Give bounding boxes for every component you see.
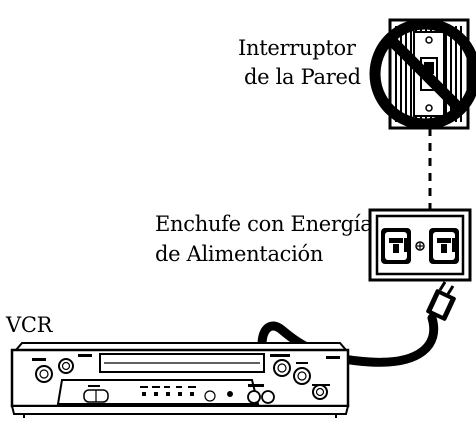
wall-switch-label-line1: Interruptor	[238, 36, 356, 60]
vcr-label: VCR	[6, 313, 53, 337]
outlet-socket-left-icon	[381, 228, 411, 264]
power-outlet-icon	[368, 208, 472, 282]
wall-switch-label-line2: de la Pared	[244, 65, 361, 89]
prohibition-icon	[369, 18, 476, 130]
outlet-label-line1: Enchufe con Energía	[155, 212, 373, 236]
power-plug-icon	[426, 281, 456, 321]
vcr-icon	[10, 342, 350, 418]
outlet-socket-right-icon	[429, 228, 459, 264]
outlet-label-line2: de Alimentación	[155, 242, 324, 266]
